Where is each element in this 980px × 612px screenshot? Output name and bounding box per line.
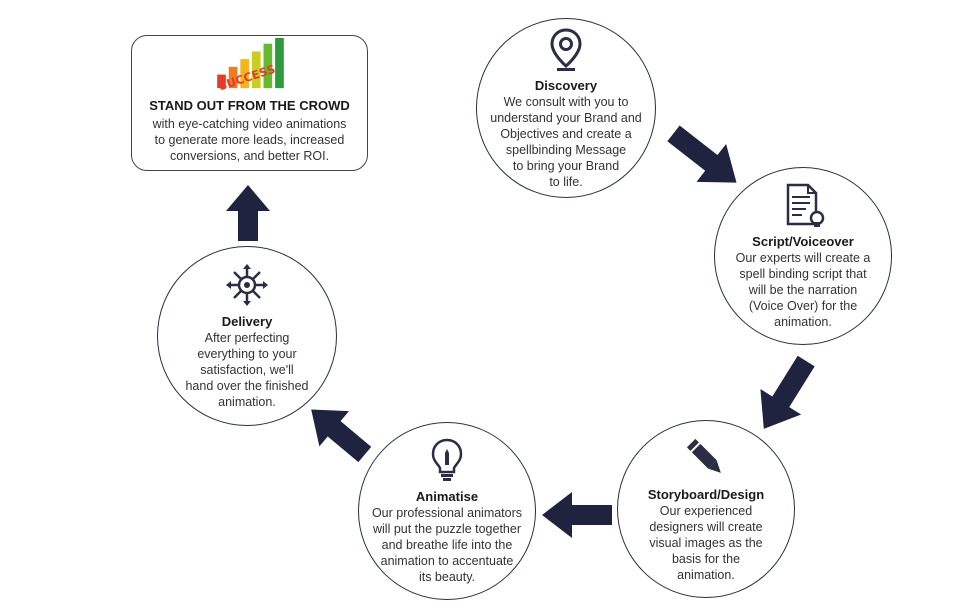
success-chart-logo: SUCCESS [216, 37, 284, 92]
distribution-hub-icon [226, 264, 268, 306]
step-script-voiceover: Script/Voiceover Our experts will create… [714, 167, 892, 345]
step-title: Delivery [221, 314, 273, 329]
light-bulb-icon [431, 438, 463, 481]
step-description: Our professional animators will put the … [371, 506, 523, 584]
step-storyboard-design: Storyboard/Design Our experienced design… [617, 420, 795, 598]
step-delivery: Delivery After perfecting everything to … [157, 246, 337, 426]
arrow-delivery-to-cta [226, 185, 270, 241]
stand-out-box: SUCCESS STAND OUT FROM THE CROWD with ey… [131, 35, 368, 171]
arrow-script-to-storyboard [760, 355, 815, 429]
step-title: Animatise [415, 489, 479, 504]
cta-description: with eye-catching video animations to ge… [152, 117, 347, 163]
step-title: Storyboard/Design [647, 487, 765, 502]
step-title: Script/Voiceover [752, 234, 854, 249]
script-document-icon [786, 183, 825, 227]
step-animatise: Animatise Our professional animators wil… [358, 422, 536, 600]
step-discovery: Discovery We consult with you to underst… [476, 18, 656, 198]
step-description: After perfecting everything to your sati… [185, 331, 309, 409]
pencil-icon [686, 438, 721, 473]
step-title: Discovery [534, 78, 598, 93]
step-description: We consult with you to understand your B… [490, 95, 642, 189]
arrow-storyboard-to-animatise [542, 492, 612, 538]
arrow-discovery-to-script [667, 125, 737, 183]
location-pin-icon [550, 28, 582, 71]
cta-title: STAND OUT FROM THE CROWD [149, 98, 350, 113]
step-description: Our experienced designers will create vi… [649, 504, 763, 582]
step-description: Our experts will create a spell binding … [735, 251, 871, 329]
arrow-animatise-to-delivery [311, 409, 372, 463]
